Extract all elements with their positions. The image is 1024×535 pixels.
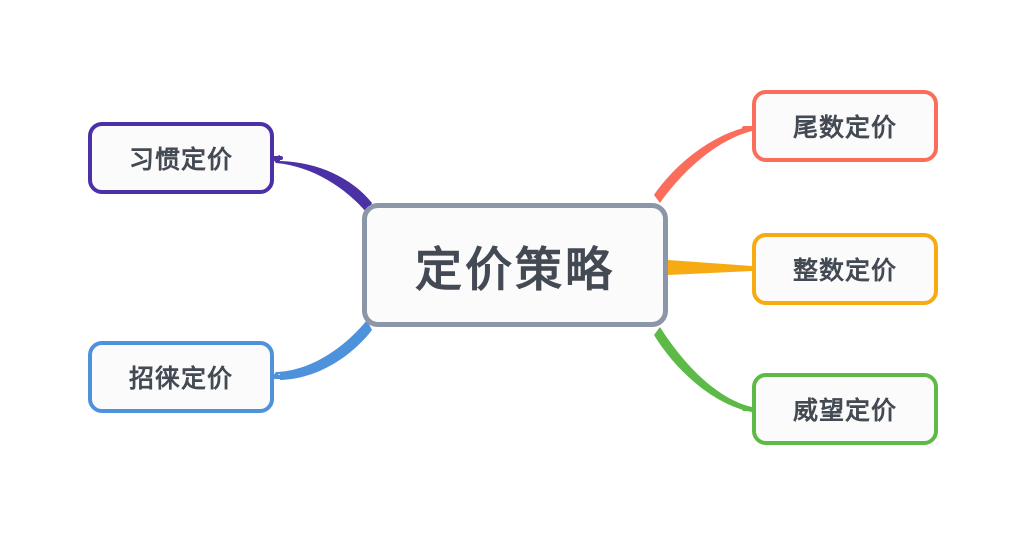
branch-node-odd[interactable]: 尾数定价 xyxy=(752,90,938,162)
branch-node-habit[interactable]: 习惯定价 xyxy=(88,122,274,194)
connector-round xyxy=(668,260,752,275)
connector-lure xyxy=(272,320,372,380)
branch-node-lure-label: 招徕定价 xyxy=(128,365,233,393)
branch-node-prestige-label: 威望定价 xyxy=(792,397,897,425)
branch-node-habit-label: 习惯定价 xyxy=(128,146,233,174)
branch-node-round[interactable]: 整数定价 xyxy=(752,233,938,305)
central-node[interactable]: 定价策略 xyxy=(362,203,668,327)
connector-habit xyxy=(272,155,372,213)
branch-node-lure[interactable]: 招徕定价 xyxy=(88,341,274,413)
central-node-label: 定价策略 xyxy=(415,242,615,296)
branch-node-prestige[interactable]: 威望定价 xyxy=(752,373,938,445)
connector-odd xyxy=(654,126,752,203)
branch-node-odd-label: 尾数定价 xyxy=(792,114,897,142)
branch-node-round-label: 整数定价 xyxy=(792,257,897,285)
connector-prestige xyxy=(654,327,752,412)
